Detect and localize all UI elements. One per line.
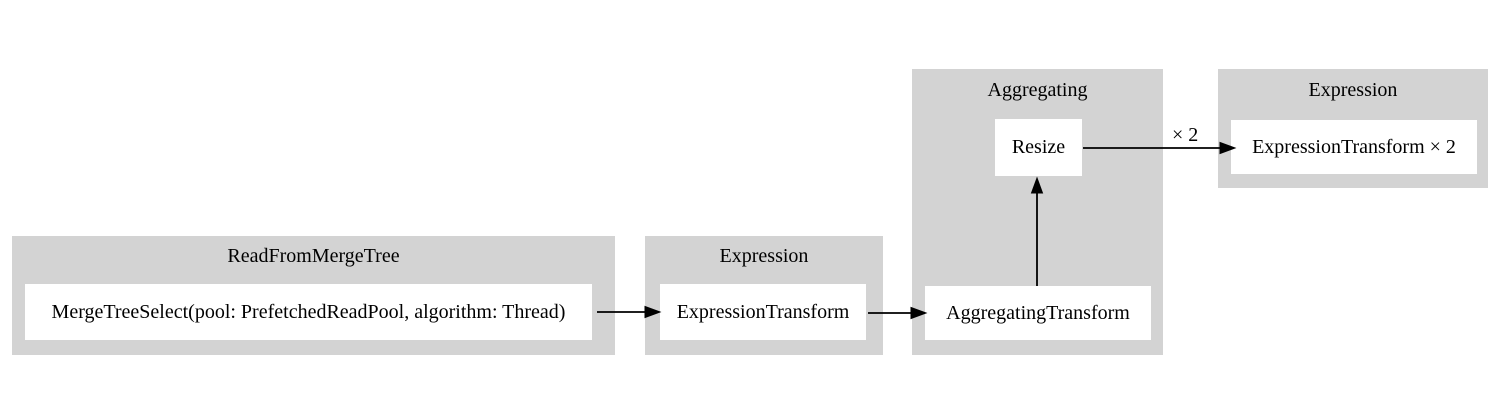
cluster-aggregating: Aggregating Resize AggregatingTransform — [912, 69, 1163, 355]
node-expressiontransform: ExpressionTransform — [660, 284, 866, 340]
node-label: MergeTreeSelect(pool: PrefetchedReadPool… — [51, 300, 566, 323]
cluster-expression-2: Expression ExpressionTransform × 2 — [1218, 69, 1488, 188]
cluster-title: ReadFromMergeTree — [227, 245, 400, 267]
cluster-title: Expression — [719, 245, 809, 267]
node-aggregatingtransform: AggregatingTransform — [925, 286, 1151, 340]
node-mergetreeselect: MergeTreeSelect(pool: PrefetchedReadPool… — [25, 284, 592, 340]
node-resize: Resize — [995, 119, 1082, 176]
node-label: ExpressionTransform × 2 — [1252, 135, 1456, 158]
cluster-title: Expression — [1308, 79, 1398, 101]
node-label: AggregatingTransform — [946, 301, 1130, 324]
edge-multiplicity-label: × 2 — [1172, 124, 1199, 146]
cluster-readfrommergetree: ReadFromMergeTree MergeTreeSelect(pool: … — [12, 236, 615, 355]
node-expressiontransform-x2: ExpressionTransform × 2 — [1231, 120, 1477, 174]
cluster-title: Aggregating — [987, 79, 1088, 101]
node-label: Resize — [1011, 136, 1066, 158]
node-label: ExpressionTransform — [676, 300, 850, 323]
cluster-expression-1: Expression ExpressionTransform — [645, 236, 883, 355]
